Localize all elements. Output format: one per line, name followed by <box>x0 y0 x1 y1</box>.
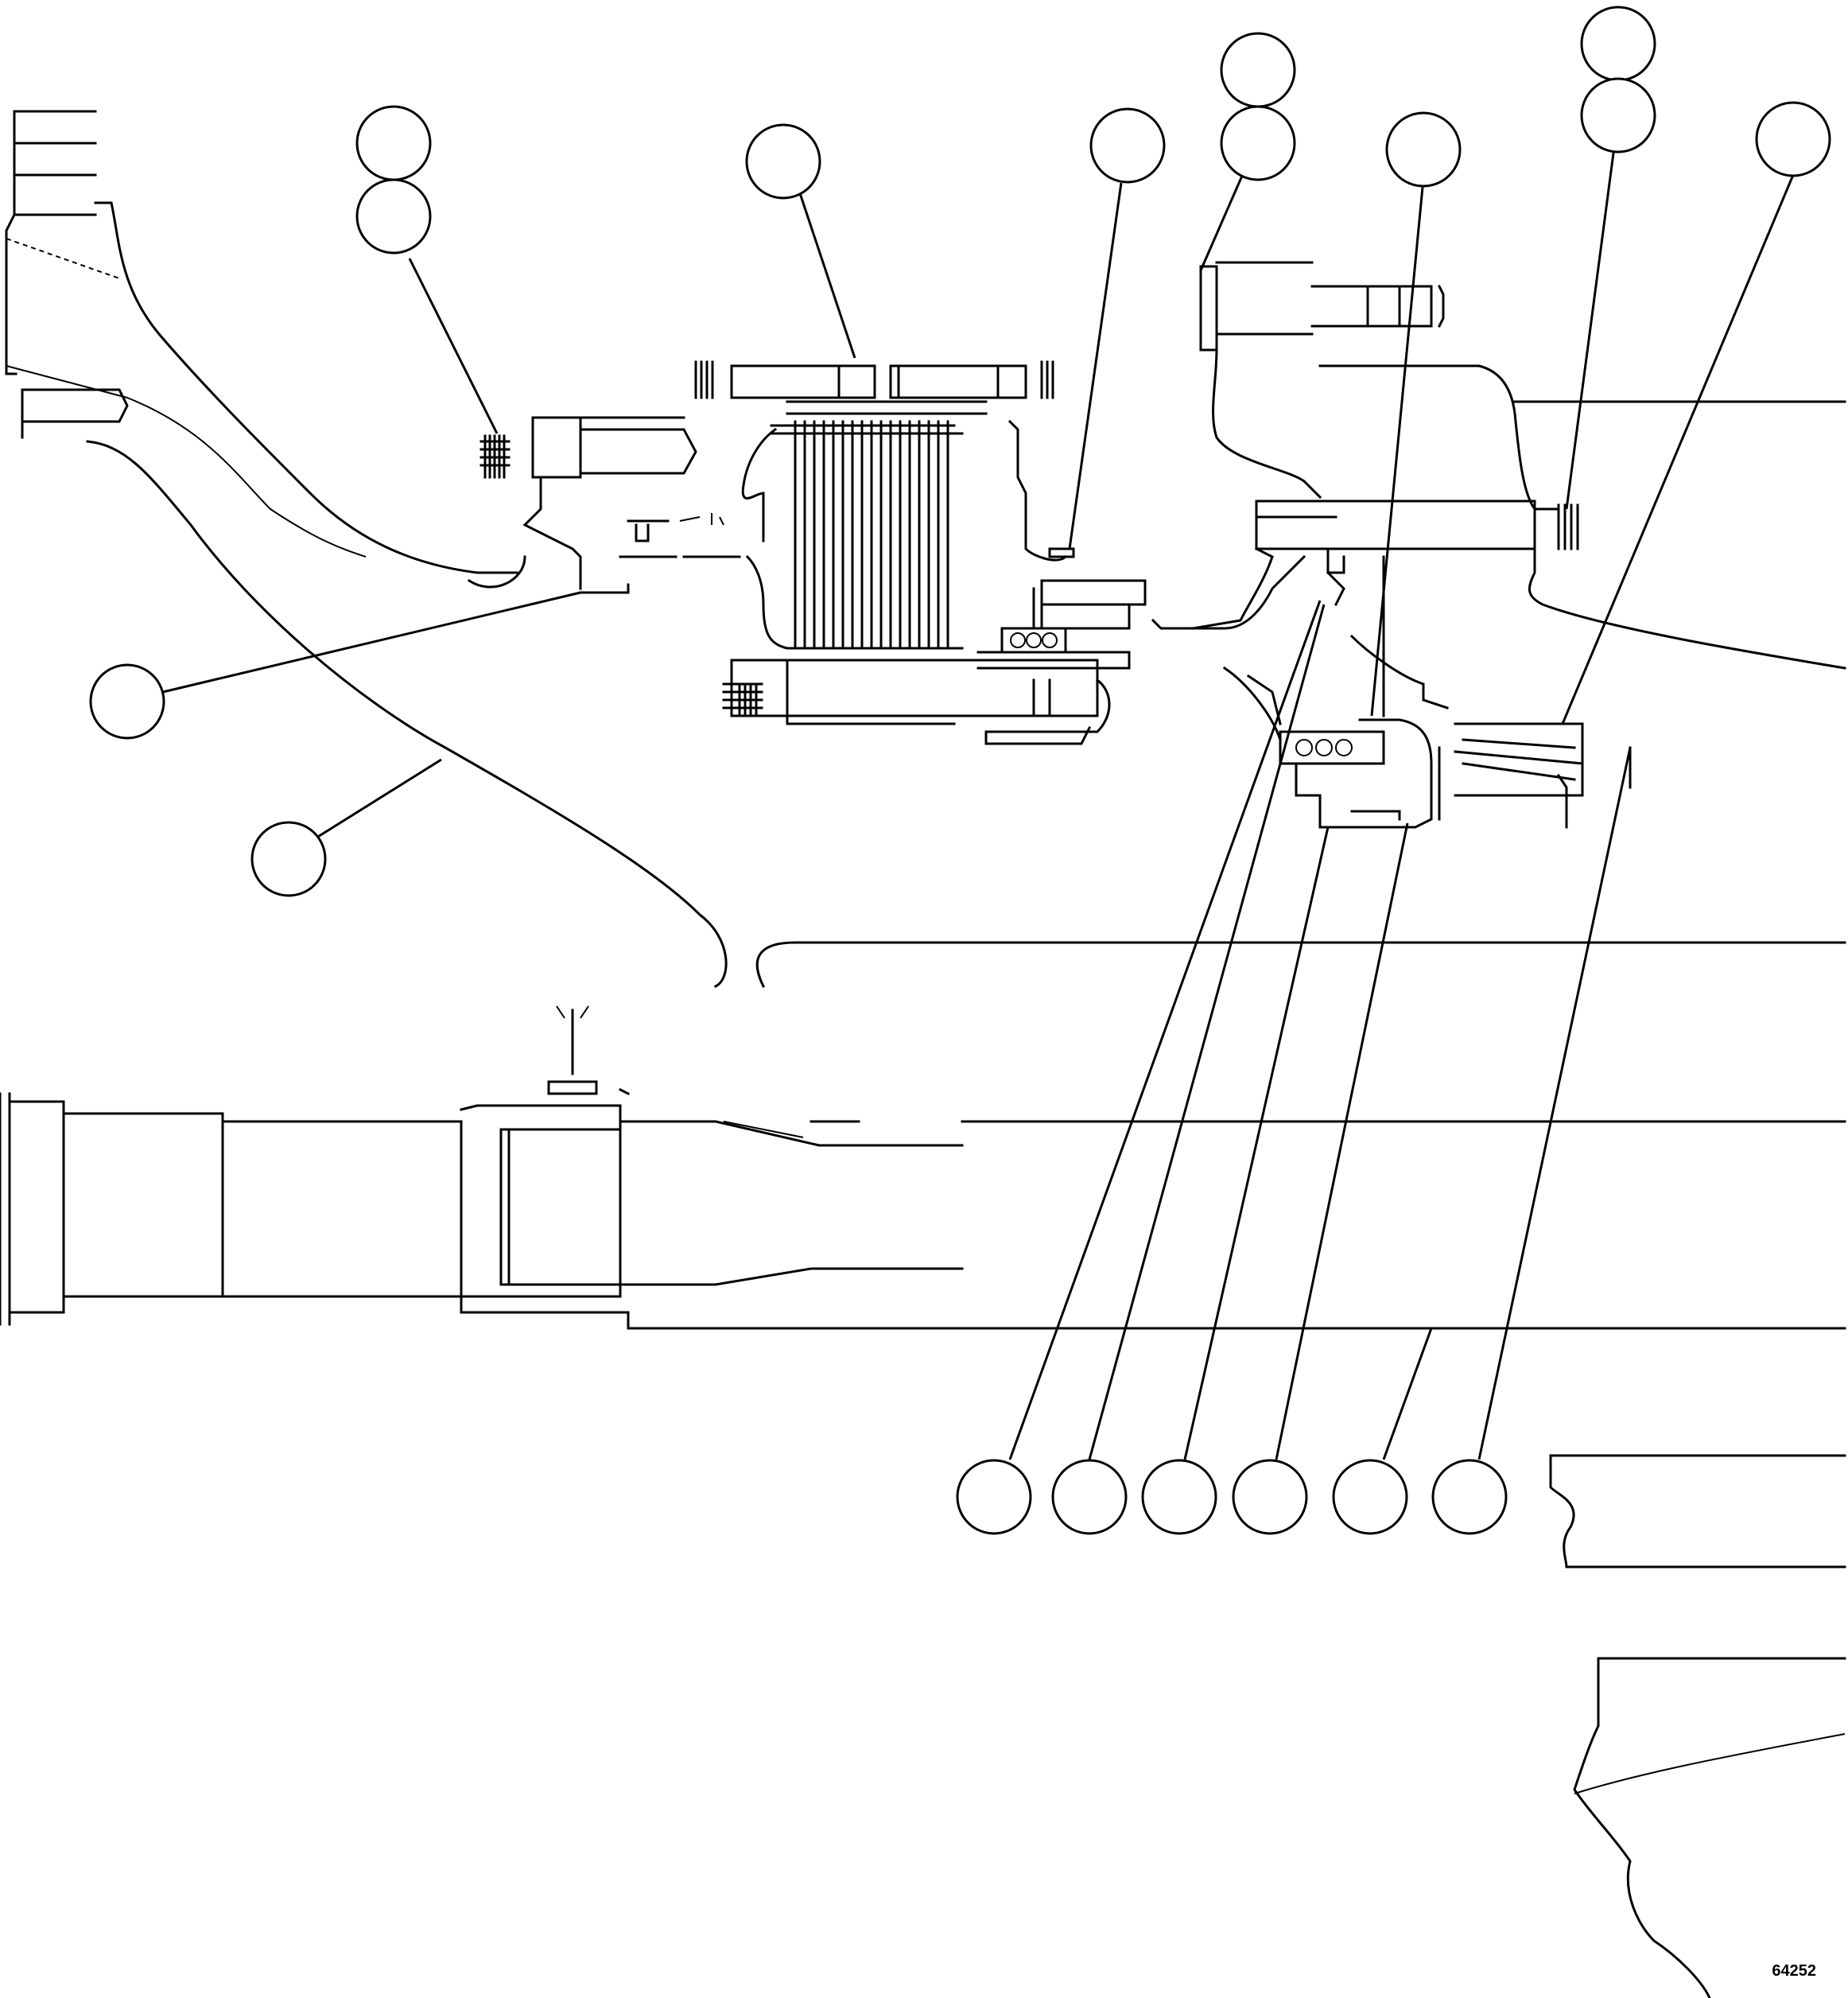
balloon-5 <box>1220 32 1296 108</box>
balloon-4 <box>1089 107 1166 184</box>
clutch-pack <box>694 360 1111 745</box>
input-shaft-assembly <box>467 416 741 594</box>
balloon-13 <box>956 1459 1032 1535</box>
balloon-1 <box>355 105 432 181</box>
balloon-18 <box>1431 1459 1508 1535</box>
balloon-10 <box>1755 101 1831 177</box>
housing-upper-left <box>5 110 1846 989</box>
balloon-7 <box>1385 111 1462 188</box>
balloon-15 <box>1141 1459 1217 1535</box>
balloon-3 <box>745 123 821 200</box>
balloon-9 <box>1580 77 1656 154</box>
balloon-17 <box>1332 1459 1408 1535</box>
housing-lower-right <box>1549 1454 1846 1998</box>
balloon-14 <box>1051 1459 1128 1535</box>
housing-upper-right <box>1191 261 1846 741</box>
balloon-6 <box>1220 105 1296 181</box>
balloon-11 <box>89 663 165 740</box>
leader-lines <box>162 142 1795 1460</box>
clutch-plates <box>794 420 949 650</box>
bearing-block <box>976 547 1306 670</box>
balloon-2 <box>355 178 432 255</box>
balloon-8 <box>1580 6 1656 82</box>
balloon-16 <box>1232 1459 1308 1535</box>
balloon-12 <box>250 821 327 897</box>
reference-balloons <box>89 6 1831 1535</box>
figure-number: 64252 <box>1772 1962 1816 1980</box>
bearing-detail-right <box>1279 718 1632 829</box>
main-shaft <box>0 1005 1846 1330</box>
